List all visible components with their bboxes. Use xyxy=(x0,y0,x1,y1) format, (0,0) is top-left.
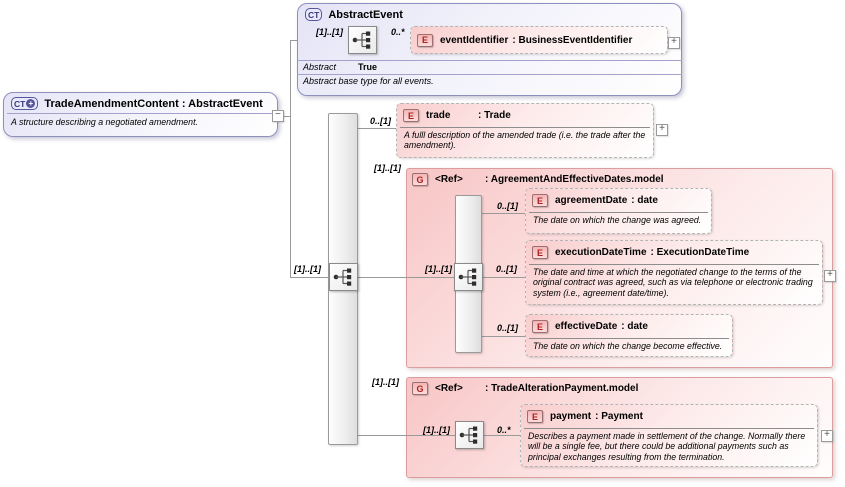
element-name: eventIdentifier xyxy=(440,34,509,46)
group-icon: G xyxy=(412,382,428,395)
connector xyxy=(284,116,291,117)
cardinality-label: [1]..[1] xyxy=(423,425,450,435)
divider xyxy=(400,127,650,128)
element-effective-date[interactable]: E effectiveDate : date The date on which… xyxy=(525,314,733,357)
connector xyxy=(290,277,328,278)
group-title: G <Ref> : AgreementAndEffectiveDates.mod… xyxy=(407,169,832,186)
element-agreement-date[interactable]: E agreementDate : date The date on which… xyxy=(525,188,712,234)
element-type: : Payment xyxy=(595,411,643,422)
cardinality-label: [1]..[1] xyxy=(425,264,452,274)
group-ref-label: <Ref> xyxy=(435,174,463,185)
complextype-title-row: CT AbstractEvent xyxy=(298,4,681,24)
element-description: The date and time at which the negotiate… xyxy=(533,267,813,298)
element-type: : BusinessEventIdentifier xyxy=(512,34,633,46)
element-icon: E xyxy=(532,320,548,333)
cardinality-label: 0..* xyxy=(497,425,511,435)
expand-toggle[interactable]: + xyxy=(656,124,668,136)
cardinality-label: [1]..[1] xyxy=(316,27,343,37)
sequence-compositor-icon[interactable] xyxy=(348,26,377,54)
element-title-row: E eventIdentifier : BusinessEventIdentif… xyxy=(411,27,667,53)
cardinality-label: 0..[1] xyxy=(497,323,519,333)
expand-toggle[interactable]: + xyxy=(821,430,833,442)
element-type: : date xyxy=(621,321,648,332)
element-description: The date on which the change was agreed. xyxy=(533,215,702,225)
group-ref-label: <Ref> xyxy=(435,383,463,394)
element-event-identifier[interactable]: E eventIdentifier : BusinessEventIdentif… xyxy=(410,26,668,54)
expand-toggle[interactable]: + xyxy=(824,270,836,282)
sequence-glyph xyxy=(333,268,352,286)
collapse-toggle[interactable]: − xyxy=(272,110,284,122)
element-payment[interactable]: E payment : Payment Describes a payment … xyxy=(520,404,818,467)
element-icon: E xyxy=(403,109,419,122)
divider xyxy=(529,212,708,213)
connector xyxy=(482,336,525,337)
group-type: : AgreementAndEffectiveDates.model xyxy=(485,174,664,185)
divider xyxy=(297,60,682,61)
group-icon: G xyxy=(412,173,428,186)
connector xyxy=(484,435,520,436)
sequence-compositor-icon[interactable] xyxy=(329,263,358,291)
derived-plus-icon: + xyxy=(26,99,36,108)
element-name: agreementDate xyxy=(555,195,628,206)
element-name: executionDateTime xyxy=(555,247,647,258)
divider xyxy=(529,338,729,339)
divider xyxy=(297,74,682,75)
cardinality-label: 0..* xyxy=(391,27,405,37)
connector xyxy=(358,435,455,436)
element-icon: E xyxy=(532,194,548,207)
cardinality-label: 0..[1] xyxy=(497,201,519,211)
sequence-glyph xyxy=(352,31,371,49)
complextype-description: Abstract base type for all events. xyxy=(303,76,434,86)
property-row: Abstract True xyxy=(303,62,377,72)
cardinality-label: [1]..[1] xyxy=(372,377,399,387)
connector xyxy=(290,40,291,277)
cardinality-label: 0..[1] xyxy=(370,116,392,126)
complex-type-icon: CT xyxy=(305,8,323,21)
complex-type-icon: CT+ xyxy=(11,97,39,110)
element-icon: E xyxy=(417,33,433,47)
expand-toggle[interactable]: + xyxy=(668,37,680,49)
sequence-glyph xyxy=(458,268,477,286)
complextype-title-row: CT+ TradeAmendmentContent : AbstractEven… xyxy=(4,93,277,113)
sequence-compositor-icon[interactable] xyxy=(454,263,483,291)
element-name: trade xyxy=(426,110,451,121)
element-title-row: E trade : Trade xyxy=(397,104,653,127)
sequence-compositor-icon[interactable] xyxy=(455,421,484,449)
element-type: : ExecutionDateTime xyxy=(650,247,750,258)
element-name: effectiveDate xyxy=(555,321,618,332)
element-description: A fulll description of the amended trade… xyxy=(404,130,646,151)
complextype-title: TradeAmendmentContent : AbstractEvent xyxy=(44,97,263,110)
divider xyxy=(529,264,819,265)
element-icon: E xyxy=(527,410,543,423)
complextype-description: A structure describing a negotiated amen… xyxy=(11,117,198,127)
connector xyxy=(482,213,525,214)
complextype-trade-amendment-content[interactable]: CT+ TradeAmendmentContent : AbstractEven… xyxy=(3,92,278,137)
element-name: payment xyxy=(550,411,592,422)
complextype-title: AbstractEvent xyxy=(328,8,403,21)
element-title-row: E executionDateTime : ExecutionDateTime xyxy=(526,241,822,264)
connector xyxy=(358,277,455,278)
divider xyxy=(7,113,274,114)
element-execution-date-time[interactable]: E executionDateTime : ExecutionDateTime … xyxy=(525,240,823,305)
property-label: Abstract xyxy=(303,62,337,72)
element-description: The date on which the change become effe… xyxy=(533,341,723,351)
element-icon: E xyxy=(532,246,548,259)
divider xyxy=(524,428,814,429)
element-title-row: E effectiveDate : date xyxy=(526,315,732,338)
group-type: : TradeAlterationPayment.model xyxy=(485,383,639,394)
element-title-row: E payment : Payment xyxy=(521,405,817,428)
group-title: G <Ref> : TradeAlterationPayment.model xyxy=(407,378,832,395)
element-title-row: E agreementDate : date xyxy=(526,189,711,212)
element-type: : date xyxy=(631,195,658,206)
cardinality-label: [1]..[1] xyxy=(374,163,401,173)
sequence-glyph xyxy=(459,426,478,444)
connector xyxy=(358,128,396,129)
cardinality-label: 0..[1] xyxy=(496,264,518,274)
connector xyxy=(482,277,525,278)
element-description: Describes a payment made in settlement o… xyxy=(528,431,806,462)
element-type: : Trade xyxy=(478,110,511,121)
element-trade[interactable]: E trade : Trade A fulll description of t… xyxy=(396,103,654,158)
property-value: True xyxy=(358,62,378,72)
cardinality-label: [1]..[1] xyxy=(294,264,321,274)
